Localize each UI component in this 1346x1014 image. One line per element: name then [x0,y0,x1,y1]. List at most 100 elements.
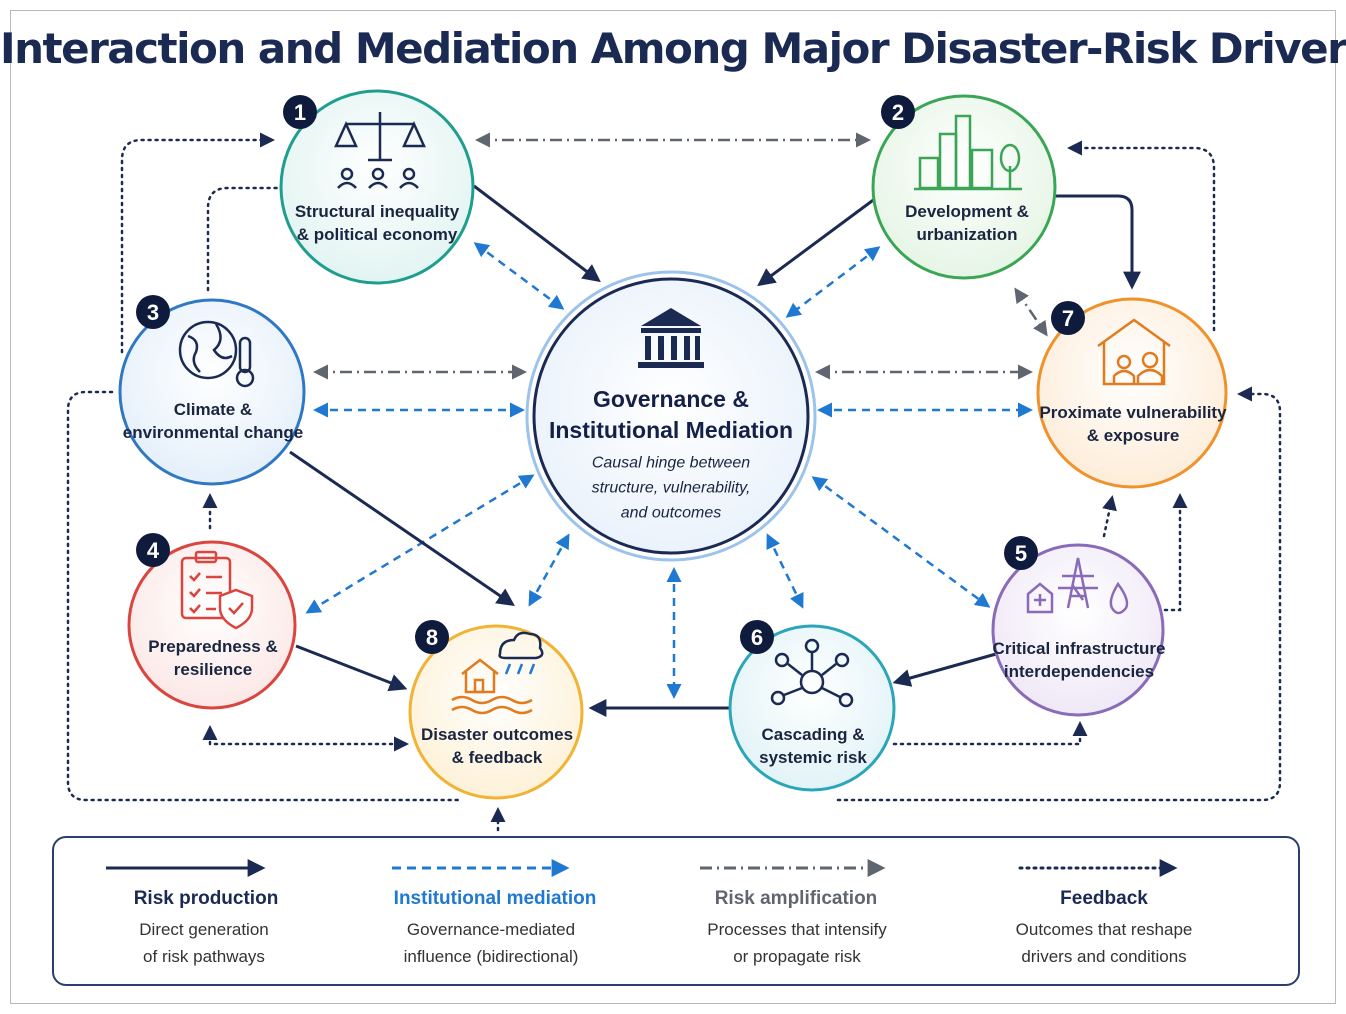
number-badges: 1 2 3 4 5 6 7 8 [136,95,1085,654]
node-label-1: Structural inequality & political econom… [295,200,459,246]
flood-house-icon [451,631,544,715]
node-circle-6 [728,624,896,792]
badge-8-text: 8 [426,625,438,650]
government-building-icon [638,308,704,368]
legend-desc-feedback-line1: Outcomes that reshape [1015,920,1193,939]
center-title: Governance & Institutional Mediation [549,384,793,446]
produce-2-center [757,196,877,287]
feedback-arrows [66,132,1282,832]
node-5-line1: Critical infrastructure [992,639,1166,658]
node-label-4: Preparedness & resilience [148,635,277,681]
feedback-3-to-1 [120,132,275,354]
feedback-7-to-2 [1067,140,1216,332]
node-6-line2: systemic risk [759,748,867,767]
legend-box [52,836,1300,986]
badge-1-text: 1 [294,100,306,125]
scales-and-people-icon [334,112,426,189]
node-label-7: Proximate vulnerability & exposure [1039,401,1226,447]
center-sub-line1: Causal hinge between [591,454,751,472]
node-circle-8 [408,624,584,800]
feedback-5-up-7 [1102,495,1117,538]
legend-title-mediation: Institutional mediation [393,888,597,909]
badge-6-text: 6 [751,625,763,650]
legend-desc-amplification-line2: or propagate risk [733,947,861,966]
badge-8: 8 [415,620,449,654]
mediate-center-5 [811,476,991,608]
feedback-5-to-7 [1156,493,1188,612]
badge-5: 5 [1004,536,1038,570]
legend-desc-mediation-line1: Governance-mediated [406,920,576,939]
mediate-center-6 [766,533,804,609]
center-sub-line3: and outcomes [620,504,722,522]
amplify-2-7 [1014,287,1048,337]
node-1-line1: Structural inequality [294,202,460,221]
node-circle-3 [118,298,306,486]
feedback-6-to-7-loop [836,386,1282,802]
center-title-line2: Institutional Mediation [548,417,794,443]
node-7-line1: Proximate vulnerability [1039,403,1227,422]
produce-1-center [473,184,601,283]
mediate-center-8 [528,533,570,607]
node-circle-4 [127,540,297,710]
checklist-shield-icon [180,550,254,630]
node-5-line2: interdependencies [1003,662,1155,681]
legend-desc-feedback-line2: drivers and conditions [1021,947,1187,966]
legend-desc-mediation-line2: influence (bidirectional) [403,947,579,966]
node-2-line2: urbanization [916,225,1018,244]
node-2-line1: Development & [905,202,1029,221]
node-circle-1 [279,89,475,285]
badge-3-text: 3 [147,300,159,325]
feedback-4-8 [202,725,409,752]
mediate-center-4 [305,474,535,614]
amplification-arrows [313,132,1048,380]
node-label-5: Critical infrastructure interdependencie… [993,637,1166,683]
city-buildings-icon [914,114,1022,191]
badge-7: 7 [1051,301,1085,335]
node-1-line2: & political economy [296,225,458,244]
node-8-line1: Disaster outcomes [420,725,574,744]
badge-7-text: 7 [1062,306,1074,331]
node-label-2: Development & urbanization [905,200,1029,246]
node-circle-7 [1036,297,1228,489]
produce-5-6 [892,652,997,687]
node-3-line1: Climate & [173,400,253,419]
legend-desc-mediation: Governance-mediated influence (bidirecti… [404,916,579,970]
node-6-line1: Cascading & [761,725,865,744]
node-circle-5 [991,543,1165,717]
legend-title-amplification: Risk amplification [714,888,878,909]
node-3-line2: environmental change [122,423,304,442]
badge-2: 2 [881,95,915,129]
node-4-line2: resilience [173,660,253,679]
node-label-3: Climate & environmental change [123,398,303,444]
produce-4-8 [295,644,408,692]
legend-desc-production-line2: of risk pathways [143,947,265,966]
produce-2-7 [1050,194,1141,290]
production-arrows [289,184,1141,717]
badge-3: 3 [136,295,170,329]
center-node [525,270,817,562]
center-sub-line2: structure, vulnerability, [591,479,751,497]
legend-title-production: Risk production [133,888,279,909]
network-hub-icon [770,638,854,708]
page-title: Interaction and Mediation Among Major Di… [0,24,1346,73]
badge-4: 4 [136,533,170,567]
feedback-1-to-3-link [206,186,280,292]
center-subtitle: Causal hinge between structure, vulnerab… [592,451,751,526]
badge-2-text: 2 [892,100,904,125]
mediation-arrows [305,242,1033,699]
node-label-8: Disaster outcomes & feedback [421,723,573,769]
mediate-2-center [785,246,881,318]
node-label-6: Cascading & systemic risk [759,723,867,769]
feedback-6-to-5 [892,721,1088,746]
legend-desc-production-line1: Direct generation [139,920,269,939]
legend-title-feedback: Feedback [1060,888,1148,909]
globe-thermometer-icon [178,320,255,388]
node-4-line1: Preparedness & [148,637,278,656]
power-tower-icon [1026,557,1129,615]
produce-3-8 [289,450,515,607]
badge-5-text: 5 [1015,541,1027,566]
legend-desc-amplification: Processes that intensify or propagate ri… [707,916,887,970]
legend-desc-feedback: Outcomes that reshape drivers and condit… [1016,916,1193,970]
legend-desc-amplification-line1: Processes that intensify [707,920,887,939]
